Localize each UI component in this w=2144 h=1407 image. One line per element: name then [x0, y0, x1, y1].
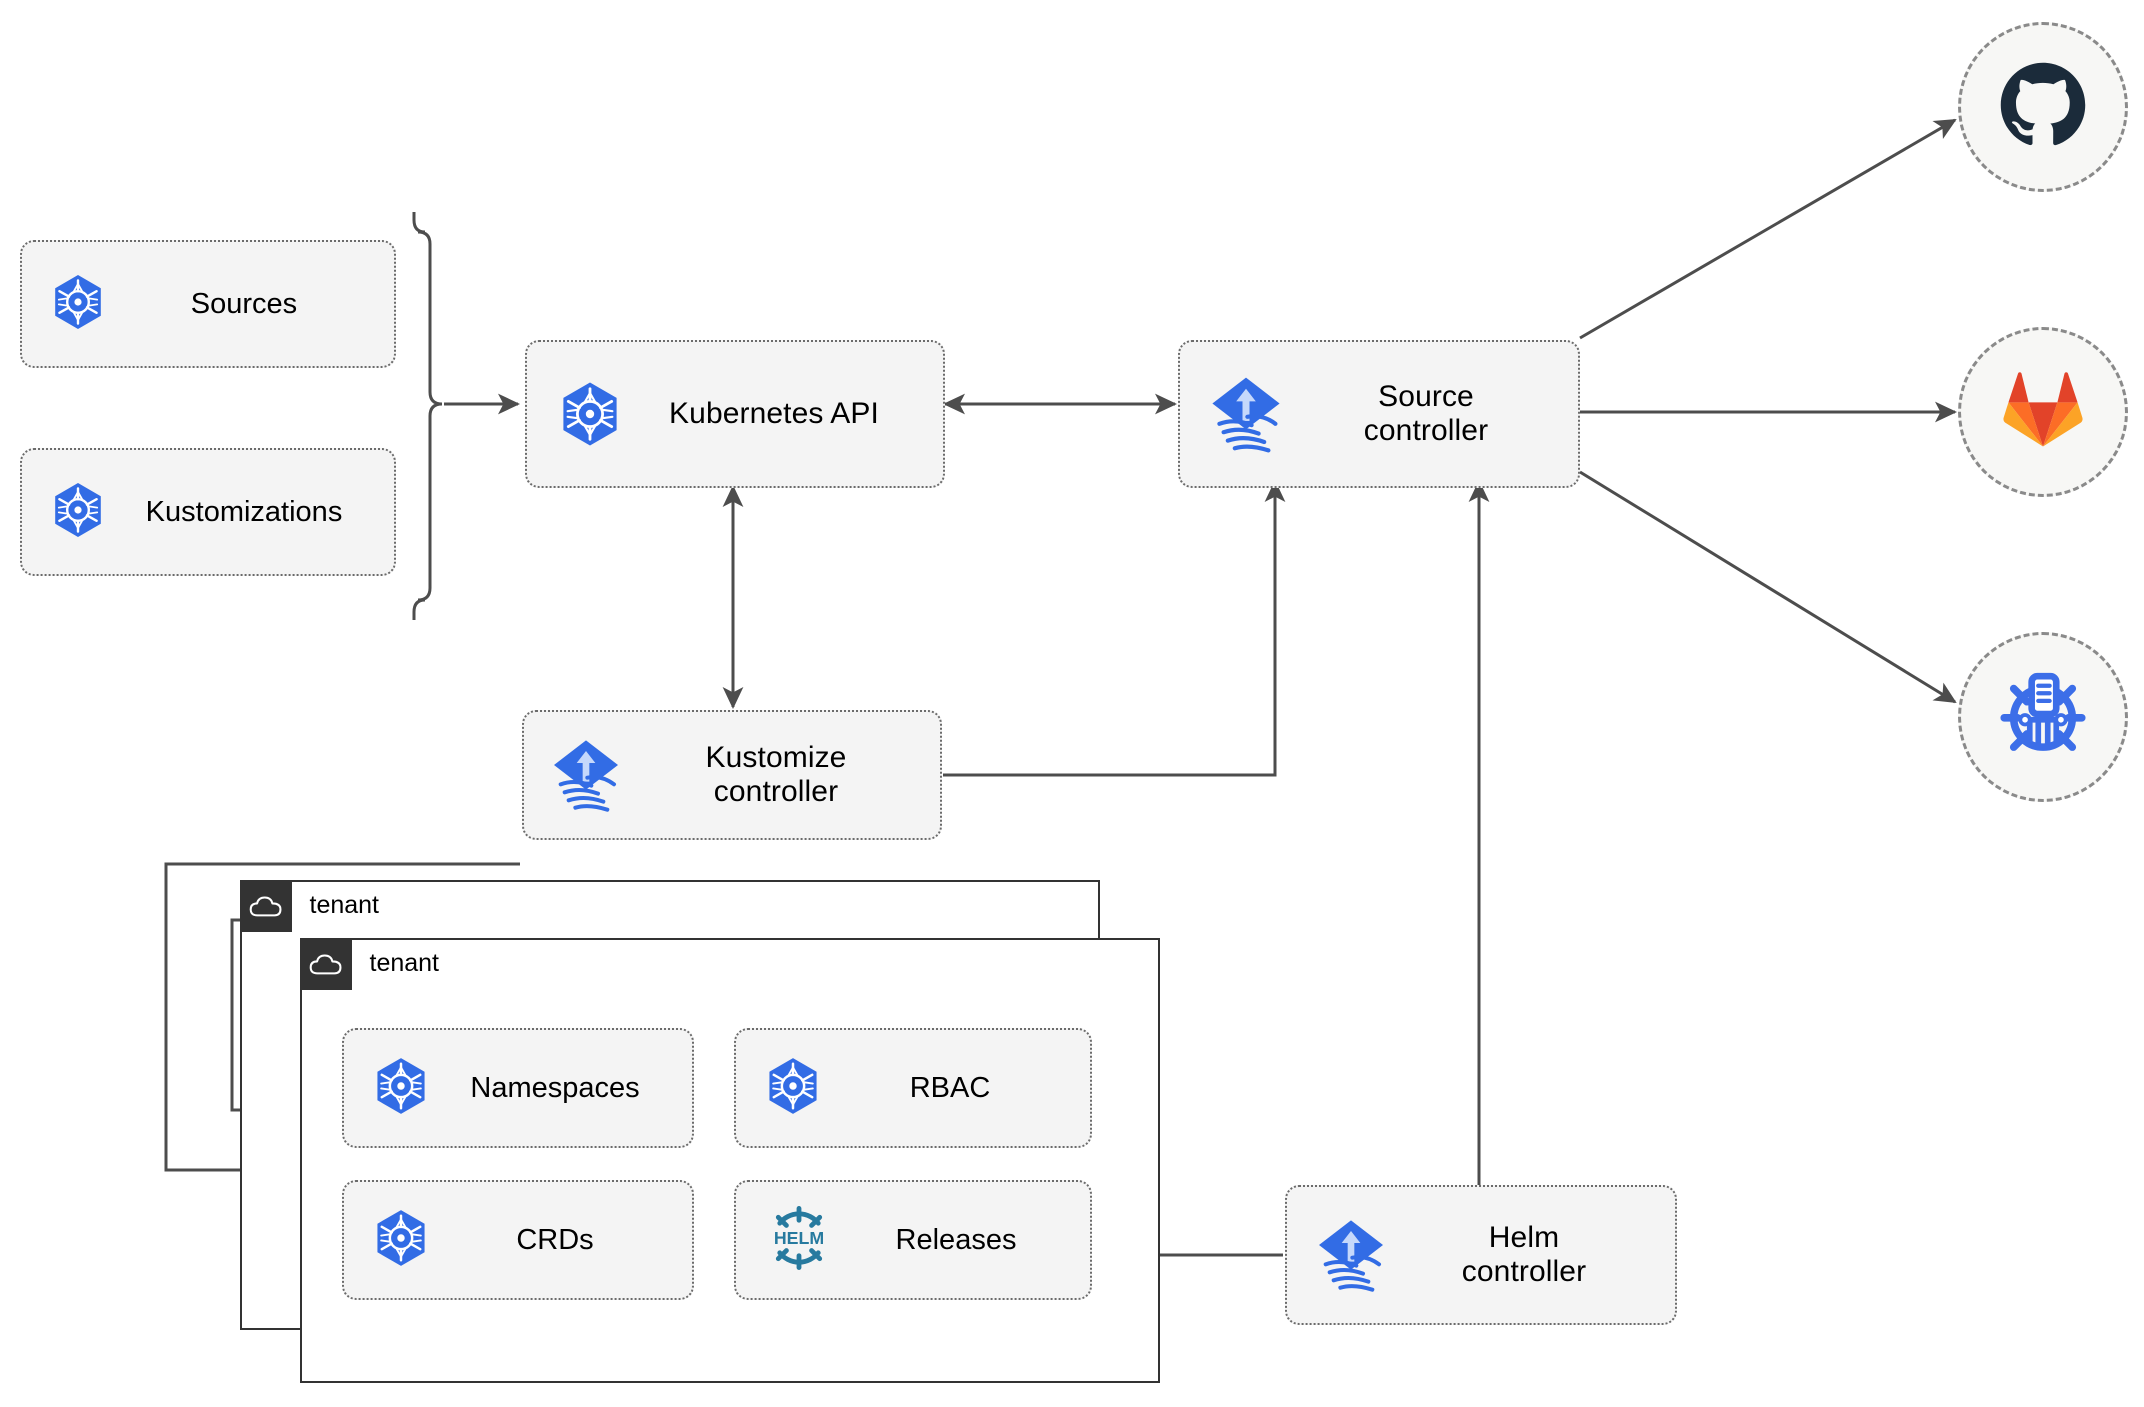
node-label: Source controller — [1363, 379, 1489, 448]
kubernetes-icon — [762, 1055, 824, 1122]
flux-icon — [1204, 372, 1288, 456]
tenant-resource-rbac[interactable]: RBAC — [734, 1028, 1092, 1148]
gitlab-icon — [1995, 362, 2091, 463]
helm-icon: HELM — [762, 1201, 836, 1280]
node-kubernetes-api[interactable]: Kubernetes API — [525, 340, 945, 488]
node-label: Helm controller — [1461, 1220, 1587, 1289]
tenant-resource-label: Namespaces — [470, 1071, 640, 1104]
tenant-resource-label: Releases — [895, 1223, 1017, 1256]
tenant-label: tenant — [369, 949, 440, 977]
endpoint-gitlab[interactable] — [1958, 327, 2128, 497]
kubernetes-icon — [48, 480, 108, 545]
tenant-container-front[interactable]: tenant Namespaces — [299, 937, 1160, 1383]
edge-resources-brace — [412, 212, 443, 620]
node-helm-controller[interactable]: Helm controller — [1285, 1185, 1677, 1325]
flux-icon — [1311, 1215, 1391, 1295]
kubernetes-icon — [48, 272, 108, 337]
resource-chip-kustomizations[interactable]: Kustomizations — [20, 448, 396, 576]
github-icon — [1995, 57, 2091, 158]
node-source-controller[interactable]: Source controller — [1178, 340, 1580, 488]
node-label: Kustomize controller — [705, 740, 847, 809]
resource-chip-label: Sources — [190, 287, 298, 320]
tenant-resource-releases[interactable]: HELM Releases — [734, 1180, 1092, 1300]
cloud-icon — [239, 879, 292, 932]
svg-text:HELM: HELM — [774, 1227, 824, 1247]
edge-kustomize-controller-to-source-controller — [943, 480, 1286, 777]
node-label: Kubernetes API — [669, 396, 879, 430]
flux-icon — [546, 735, 626, 815]
endpoint-helm-repository[interactable] — [1958, 632, 2128, 802]
resource-chip-sources[interactable]: Sources — [20, 240, 396, 368]
cloud-icon — [299, 937, 352, 990]
kubernetes-icon — [555, 379, 625, 449]
tenant-resource-namespaces[interactable]: Namespaces — [342, 1028, 694, 1148]
resource-chip-label: Kustomizations — [145, 495, 343, 528]
tenant-resource-label: CRDs — [516, 1223, 594, 1256]
tenant-label: tenant — [309, 891, 380, 919]
kubernetes-icon — [370, 1207, 432, 1274]
edge-source-controller-to-helm-repository — [1579, 470, 1957, 704]
tenant-resource-label: RBAC — [909, 1071, 991, 1104]
tenant-header: tenant — [299, 937, 440, 990]
endpoint-github[interactable] — [1958, 22, 2128, 192]
node-kustomize-controller[interactable]: Kustomize controller — [522, 710, 942, 840]
tenant-resource-crds[interactable]: CRDs — [342, 1180, 694, 1300]
helm-repo-icon — [1991, 663, 2095, 772]
kubernetes-icon — [370, 1055, 432, 1122]
edge-source-controller-to-github — [1579, 118, 1957, 340]
tenant-header: tenant — [239, 879, 380, 932]
